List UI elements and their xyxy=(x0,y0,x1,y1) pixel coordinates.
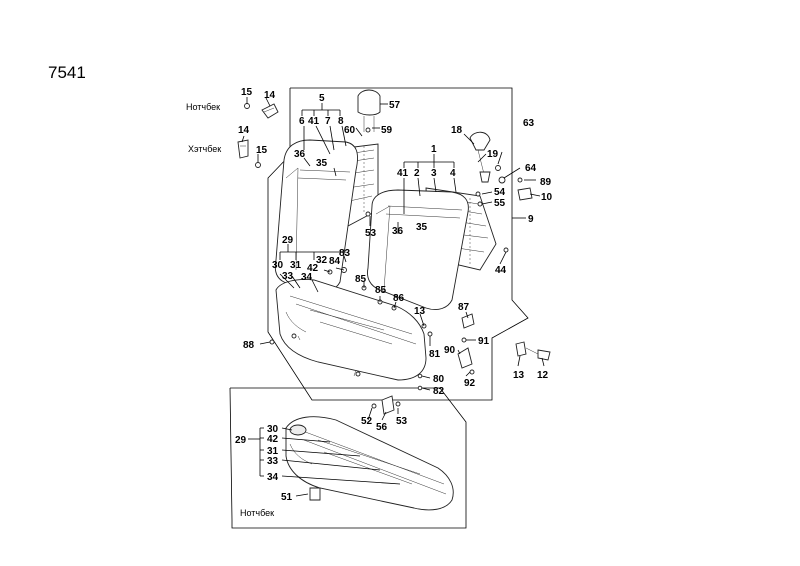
part-number: 92 xyxy=(464,378,476,389)
part-number: 53 xyxy=(396,416,408,427)
part-number: 29 xyxy=(235,435,247,446)
part-number: 90 xyxy=(444,345,456,356)
part-number: 31 xyxy=(290,260,302,271)
part-number: 33 xyxy=(282,271,294,282)
part-number: 7 xyxy=(325,116,331,127)
part-number: 42 xyxy=(307,263,319,274)
part-number: 52 xyxy=(361,416,373,427)
lower-assembly-frame xyxy=(229,387,467,529)
part-number: 32 xyxy=(316,255,328,266)
part-number: 87 xyxy=(458,302,470,313)
part-number: 64 xyxy=(525,163,537,174)
part-number: 15 xyxy=(256,145,268,156)
hinge-bracket-notchback xyxy=(244,103,279,119)
upper-seat-cushion xyxy=(275,279,427,381)
part-number: 85 xyxy=(375,285,387,296)
lower-seat-cushion xyxy=(285,416,454,511)
part-number: 34 xyxy=(267,472,279,483)
part-number: 15 xyxy=(241,87,253,98)
part-number: 57 xyxy=(389,100,401,111)
part-number: 82 xyxy=(433,386,445,397)
part-number: 36 xyxy=(392,226,404,237)
caption-notchback-top: Нотчбек xyxy=(186,102,220,112)
caption-notchback-bottom: Нотчбек xyxy=(240,508,274,518)
part-number: 41 xyxy=(308,116,320,127)
seatbelt-retractor xyxy=(469,131,491,183)
diagram-number: 7541 xyxy=(48,63,86,82)
part-number: 35 xyxy=(416,222,428,233)
leader-lines xyxy=(241,97,545,497)
part-number: 13 xyxy=(513,370,525,381)
part-number: 8 xyxy=(338,116,344,127)
part-number: 84 xyxy=(329,256,341,267)
part-number: 4 xyxy=(450,168,456,179)
part-number: 56 xyxy=(376,422,388,433)
upper-assembly-frame xyxy=(267,87,529,401)
part-number: 53 xyxy=(365,228,377,239)
part-numbers: 15 14 14 15 5 6 41 7 8 57 60 59 36 35 18… xyxy=(235,87,553,503)
part-number: 44 xyxy=(495,265,507,276)
part-number: 80 xyxy=(433,374,445,385)
part-number: 89 xyxy=(540,177,552,188)
part-number: 42 xyxy=(267,434,279,445)
part-number: 41 xyxy=(397,168,409,179)
part-number: 5 xyxy=(319,93,325,104)
part-number: 54 xyxy=(494,187,506,198)
headrest xyxy=(357,89,381,133)
part-number: 36 xyxy=(294,149,306,160)
part-number: 85 xyxy=(355,274,367,285)
part-number: 1 xyxy=(431,144,437,155)
caption-hatchback: Хэтчбек xyxy=(188,144,221,154)
part-number: 60 xyxy=(344,125,356,136)
part-number: 31 xyxy=(267,446,279,457)
part-number: 19 xyxy=(487,149,499,160)
part-number: 35 xyxy=(316,158,328,169)
part-number: 30 xyxy=(267,424,279,435)
part-number: 59 xyxy=(381,125,393,136)
part-number: 81 xyxy=(429,349,441,360)
lower-fasteners xyxy=(309,395,401,501)
part-number: 30 xyxy=(272,260,284,271)
seatbelt-buckles xyxy=(457,313,475,375)
part-number: 3 xyxy=(431,168,437,179)
part-number: 14 xyxy=(238,125,250,136)
part-number: 10 xyxy=(541,192,553,203)
part-number: 86 xyxy=(393,293,405,304)
part-number: 83 xyxy=(339,248,351,259)
part-number: 51 xyxy=(281,492,293,503)
part-number: 29 xyxy=(282,235,294,246)
part-number: 34 xyxy=(301,272,313,283)
part-number: 2 xyxy=(414,168,420,179)
belt-anchor xyxy=(515,341,551,361)
part-number: 12 xyxy=(537,370,549,381)
part-number: 63 xyxy=(523,118,535,129)
hinge-bracket-hatchback xyxy=(237,139,261,168)
right-seatback xyxy=(367,187,497,311)
part-number: 14 xyxy=(264,90,276,101)
part-number: 88 xyxy=(243,340,255,351)
part-number: 55 xyxy=(494,198,506,209)
part-number: 33 xyxy=(267,456,279,467)
part-number: 6 xyxy=(299,116,305,127)
cushion-fasteners xyxy=(269,267,433,391)
part-number: 18 xyxy=(451,125,463,136)
part-number: 9 xyxy=(528,214,534,225)
part-number: 91 xyxy=(478,336,490,347)
part-number: 13 xyxy=(414,306,426,317)
